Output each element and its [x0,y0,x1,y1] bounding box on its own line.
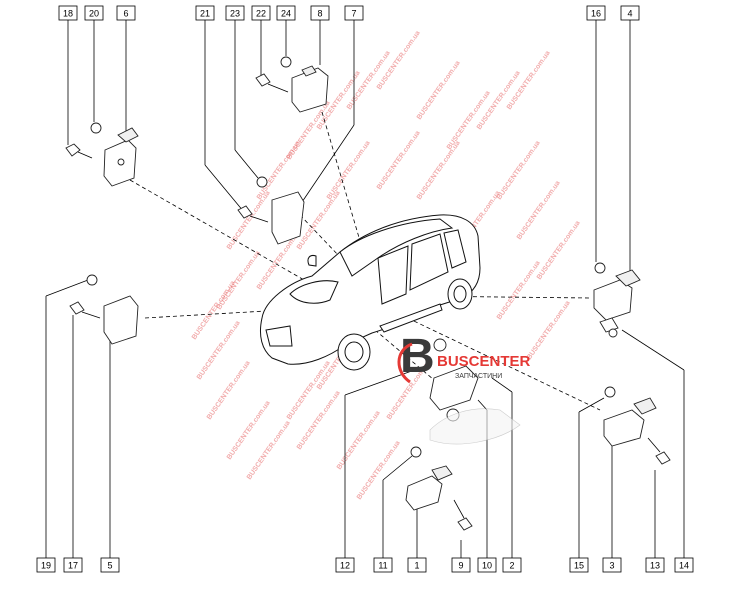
callout-4-label: 4 [627,9,632,19]
callout-3-label: 3 [609,561,614,571]
callout-6-label: 6 [123,9,128,19]
callout-16: 16 [586,5,606,21]
callout-23-label: 23 [230,9,240,19]
callout-10: 10 [477,557,497,573]
callout-24-label: 24 [281,9,291,19]
watermark-text: BUSCENTER.com.ua [416,60,462,121]
watermark-text: BUSCENTER.com.ua [526,300,572,361]
buscenter-logo: B BUSCENTER ЗАПЧАСТИНИ [397,330,531,445]
callout-16-label: 16 [591,9,601,19]
callout-14: 14 [674,557,694,573]
callout-4: 4 [620,5,640,21]
hinge-right [593,262,641,338]
watermark-text: BUSCENTER.com.ua [416,140,462,201]
watermark-text: BUSCENTER.com.ua [336,410,382,471]
watermark-text: BUSCENTER.com.ua [296,190,342,251]
watermark-text: BUSCENTER.com.ua [376,130,422,191]
callout-12: 12 [335,557,355,573]
callout-9-label: 9 [458,561,463,571]
callout-3: 3 [602,557,622,573]
door-check-center [429,338,479,422]
callout-5-label: 5 [107,561,112,571]
callout-14-label: 14 [679,561,689,571]
callouts-bottom: 19 17 5 12 11 1 9 10 [36,557,694,573]
logo-letter: B [400,330,435,383]
hinge-mid-left [237,176,305,245]
callout-18-label: 18 [63,9,73,19]
callout-7: 7 [344,5,364,21]
callout-15: 15 [569,557,589,573]
callout-9: 9 [451,557,471,573]
logo-name: BUSCENTER [437,353,531,370]
door-check-lower [405,446,473,531]
callout-11: 11 [373,557,393,573]
callout-20: 20 [84,5,104,21]
callout-17: 17 [63,557,83,573]
callout-12-label: 12 [340,561,350,571]
watermark-text: BUSCENTER.com.ua [516,180,562,241]
callout-21: 21 [195,5,215,21]
callout-23: 23 [225,5,245,21]
callout-7-label: 7 [351,9,356,19]
hinge-top-middle [255,56,329,113]
callout-10-label: 10 [482,561,492,571]
callout-15-label: 15 [574,561,584,571]
callout-17-label: 17 [68,561,78,571]
watermark-text: BUSCENTER.com.ua [496,260,542,321]
callout-18: 18 [58,5,78,21]
callout-8-label: 8 [317,9,322,19]
callout-1: 1 [407,557,427,573]
callout-22: 22 [251,5,271,21]
car-illustration [259,214,481,371]
callout-2: 2 [502,557,522,573]
callout-20-label: 20 [89,9,99,19]
watermark-text: BUSCENTER.com.ua [206,360,252,421]
callout-13-label: 13 [650,561,660,571]
callout-19: 19 [36,557,56,573]
callout-5: 5 [100,557,120,573]
callout-6: 6 [116,5,136,21]
callout-24: 24 [276,5,296,21]
callout-21-label: 21 [200,9,210,19]
callouts-top: 18 20 6 21 23 22 24 8 [58,5,640,21]
callout-1-label: 1 [414,561,419,571]
callout-22-label: 22 [256,9,266,19]
callout-19-label: 19 [41,561,51,571]
callout-8: 8 [310,5,330,21]
hinge-top-left [65,122,139,187]
hinge-left [69,274,139,345]
door-check-right [603,386,671,465]
callout-13: 13 [645,557,665,573]
callout-2-label: 2 [509,561,514,571]
logo-tagline: ЗАПЧАСТИНИ [455,373,502,380]
watermark-text: BUSCENTER.com.ua [536,220,582,281]
callout-11-label: 11 [378,561,387,571]
watermark-text: BUSCENTER.com.ua [496,140,542,201]
